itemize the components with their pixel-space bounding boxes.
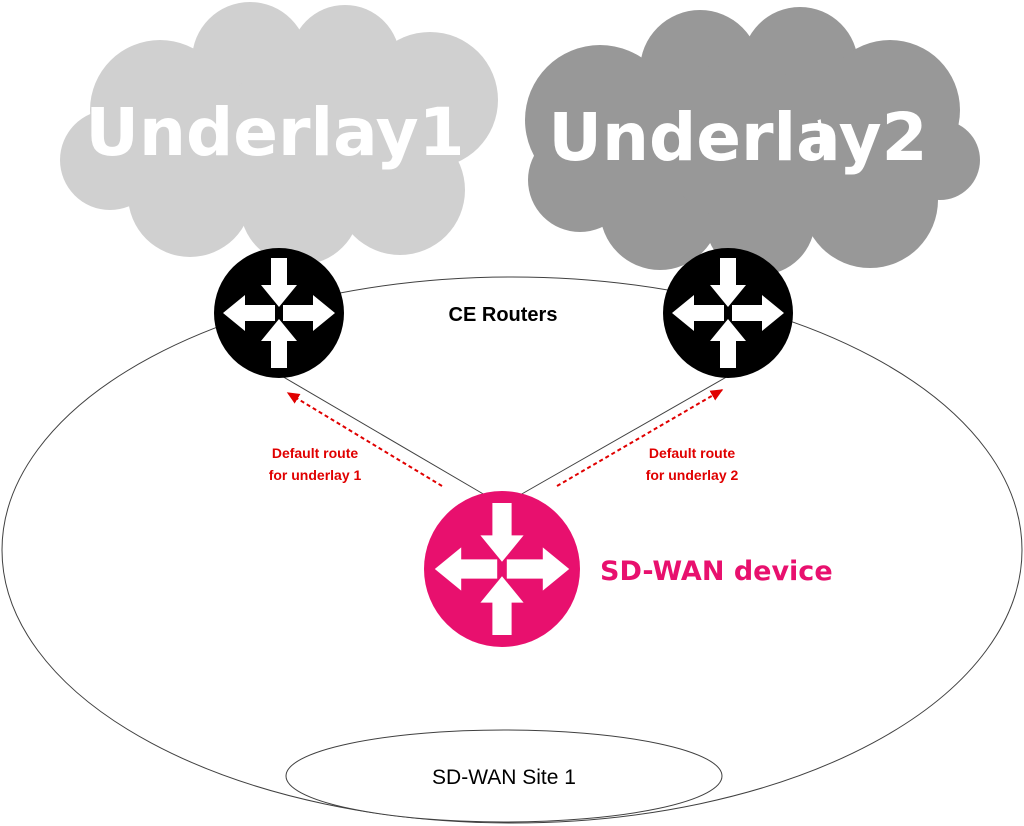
route-label-1-line1: Default route [272,445,359,461]
underlay1-cloud: Underlay1 [60,2,498,265]
site-label-ellipse [285,729,723,823]
underlay2-label: Underlay2 [548,99,927,176]
ce-router-2 [663,248,793,378]
route-label-2-line2: for underlay 2 [646,467,739,483]
underlay2-cloud: Underlay2 [525,7,980,275]
sdwan-device-label: SD-WAN device [600,556,833,587]
site-boundary-ellipse [1,276,1023,824]
underlay1-label: Underlay1 [85,94,464,171]
ce-router-1-body [214,248,344,378]
default-route-arrow-1 [286,392,443,487]
link-to-ce-router-1 [279,374,486,496]
ce-router-1 [214,248,344,378]
route-label-2-line1: Default route [649,445,736,461]
site-label: SD-WAN Site 1 [432,766,576,789]
route-label-1-line2: for underlay 1 [269,467,362,483]
sdwan-device [424,491,580,647]
ce-routers-label: CE Routers [449,304,558,326]
sdwan-device-body [424,491,580,647]
underlay2-cloud-shape [525,7,980,275]
ce-router-2-body [663,248,793,378]
underlay1-cloud-shape [60,2,498,265]
link-to-ce-router-2 [519,374,731,496]
default-route-arrow-2 [556,389,724,487]
